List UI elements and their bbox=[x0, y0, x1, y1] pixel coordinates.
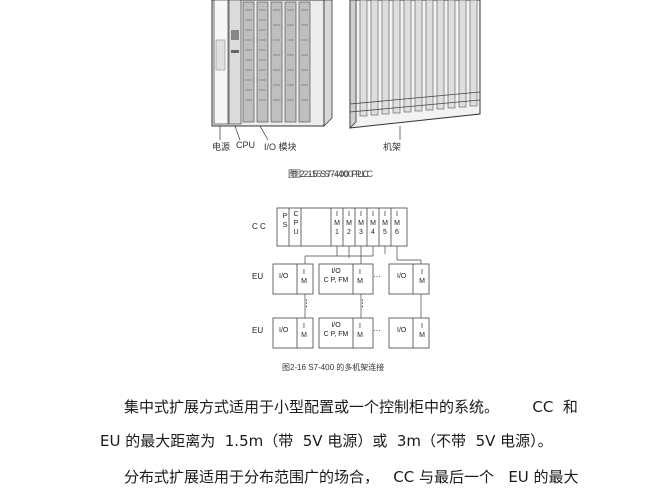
cc-im-5: I M 5 bbox=[382, 211, 388, 236]
paragraph-line-2: EU 的最大距离为 1.5m（带 5V 电源）或 3m（不带 5V 电源）。 bbox=[100, 432, 553, 450]
eu2-im-left: I M bbox=[301, 323, 307, 339]
eu1-im-right: I M bbox=[419, 269, 425, 285]
eu1-io-right: I/O bbox=[397, 273, 407, 280]
vdots-middle: ⋮ bbox=[358, 298, 367, 308]
eu1-im-left: I M bbox=[301, 269, 307, 285]
module-rack-left bbox=[211, 0, 333, 127]
row-label-cc: C C bbox=[252, 222, 266, 231]
eu2-im-middle: I M bbox=[357, 323, 363, 339]
cc-im-3: I M 3 bbox=[358, 211, 364, 236]
eu2-io-left: I/O bbox=[279, 327, 289, 334]
figure-2-caption: 图2-16 S7-400 的多机架连接 bbox=[282, 363, 385, 372]
paragraph-line-3: 分布式扩展适用于分布范围广的场合， CC 与最后一个 EU 的最大 bbox=[124, 468, 579, 486]
label-rack: 机架 bbox=[383, 142, 402, 152]
figure-1-caption: 图 2-15 S7-400 PLC bbox=[288, 169, 370, 179]
eu1-io-cp-fm: I/O C P, FM bbox=[323, 268, 349, 284]
label-cpu: CPU bbox=[236, 140, 256, 150]
cc-im-1: I M 1 bbox=[334, 211, 340, 236]
cc-ps-module: P S bbox=[282, 213, 288, 229]
row-label-eu-1: EU bbox=[252, 272, 264, 281]
label-power-supply: 电源 bbox=[212, 142, 231, 152]
cc-im-2: I M 2 bbox=[346, 211, 352, 236]
cc-im-4: I M 4 bbox=[370, 211, 376, 236]
eu2-io-cp-fm: I/O C P, FM bbox=[323, 322, 349, 338]
eu1-im-middle: I M bbox=[357, 269, 363, 285]
empty-rack-right bbox=[349, 0, 481, 129]
cc-im-6: I M 6 bbox=[394, 211, 400, 236]
eu2-dots: … bbox=[373, 324, 381, 333]
row-label-eu-2: EU bbox=[252, 326, 264, 335]
label-io-module: I/O 模块 bbox=[264, 142, 297, 152]
cc-rack bbox=[276, 207, 408, 247]
cc-cpu-module: C P U bbox=[293, 211, 299, 236]
eu2-io-right: I/O bbox=[397, 327, 407, 334]
s7-400-photo bbox=[211, 0, 481, 141]
eu1-io-left: I/O bbox=[279, 273, 289, 280]
multi-rack-diagram bbox=[272, 207, 430, 349]
eu2-im-right: I M bbox=[419, 323, 425, 339]
eu1-dots: … bbox=[373, 270, 381, 279]
vdots-left: ⋮ bbox=[302, 298, 311, 308]
figure-1-caption-overlap: 图 2-15 S7-400 PLC bbox=[292, 169, 374, 179]
paragraph-line-1: 集中式扩展方式适用于小型配置或一个控制柜中的系统。 CC 和 bbox=[124, 398, 578, 416]
